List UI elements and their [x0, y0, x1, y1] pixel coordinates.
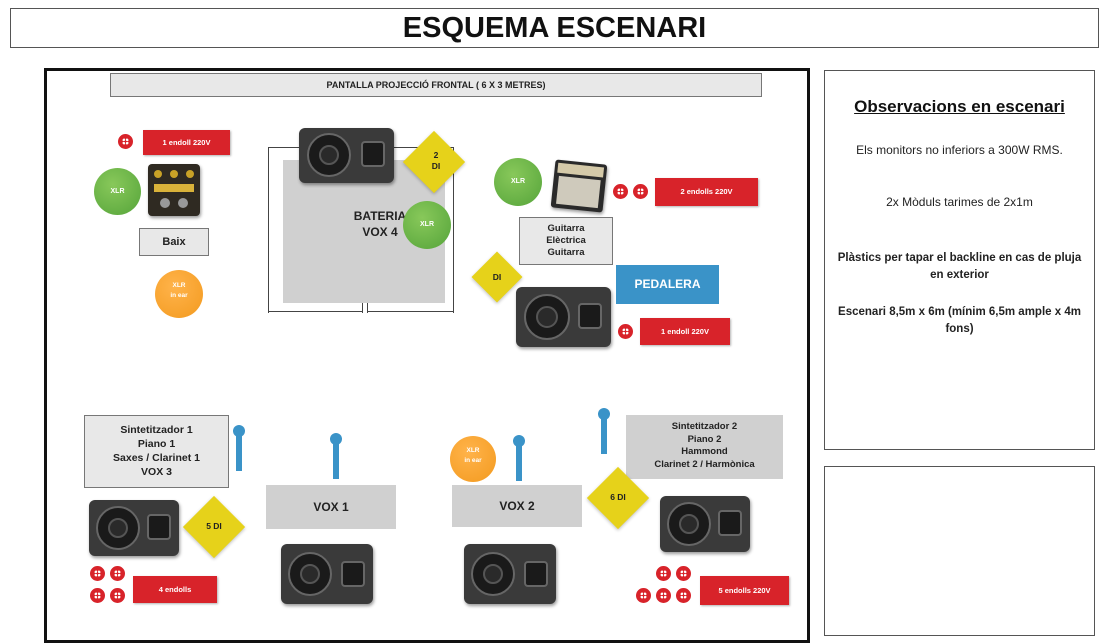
monitor-speaker-icon	[89, 500, 179, 556]
di-synth1-label: 5 DI	[206, 521, 222, 531]
xlr-in-ear-baix: XLR in ear	[155, 270, 203, 318]
monitor-speaker-icon	[299, 128, 394, 183]
drum-riser-gap	[363, 303, 367, 313]
label-guitar: Guitarra Elèctrica Guitarra	[519, 217, 613, 265]
label-synth2: Sintetitzador 2 Piano 2 Hammond Clarinet…	[626, 415, 783, 479]
power-outlet-icon	[618, 324, 633, 339]
pedalera-box: PEDALERA	[616, 265, 719, 304]
label-vox2: VOX 2	[452, 485, 582, 527]
monitor-speaker-icon	[660, 496, 750, 552]
di-synth2-label: 6 DI	[610, 492, 626, 502]
xlr-in-ear-vox2: XLR in ear	[450, 436, 496, 482]
power-outlet-icon	[676, 566, 691, 581]
guitar-amp-icon	[550, 159, 608, 213]
di-guitar-label: DI	[492, 272, 502, 282]
xlr-baix: XLR	[94, 168, 141, 215]
projection-screen: PANTALLA PROJECCIÓ FRONTAL ( 6 X 3 METRE…	[110, 73, 762, 97]
observation-plastics: Plàstics per tapar el backline en cas de…	[837, 252, 1082, 281]
bass-pedal-icon	[148, 164, 200, 216]
power-label-synth1: 4 endolls	[133, 576, 217, 603]
drum-riser-edge	[367, 303, 454, 313]
power-outlet-icon	[110, 566, 125, 581]
observation-stage-size: Escenari 8,5m x 6m (mínim 6,5m ample x 4…	[838, 306, 1081, 335]
power-outlet-icon	[633, 184, 648, 199]
page-title: ESQUEMA ESCENARI	[10, 8, 1099, 48]
label-baix: Baix	[139, 228, 209, 256]
monitor-speaker-icon	[516, 287, 611, 347]
power-label-guitar: 2 endolls 220V	[655, 178, 758, 206]
label-bateria: BATERIA VOX 4	[353, 209, 407, 239]
xlr-bateria: XLR	[403, 201, 451, 249]
power-label-pedal: 1 endoll 220V	[640, 318, 730, 345]
secondary-panel	[824, 466, 1095, 636]
observation-modules: 2x Mòduls tarimes de 2x1m	[886, 195, 1033, 209]
power-outlet-icon	[636, 588, 651, 603]
power-outlet-icon	[90, 588, 105, 603]
power-label-baix: 1 endoll 220V	[143, 130, 230, 155]
observation-monitors: Els monitors no inferiors a 300W RMS.	[856, 143, 1063, 157]
monitor-speaker-icon	[464, 544, 556, 604]
power-outlet-icon	[676, 588, 691, 603]
power-outlet-icon	[90, 566, 105, 581]
xlr-guitar: XLR	[494, 158, 542, 206]
observations-panel	[824, 70, 1095, 450]
power-label-synth2: 5 endolls 220V	[700, 576, 789, 605]
power-outlet-icon	[656, 566, 671, 581]
power-outlet-icon	[613, 184, 628, 199]
observations-heading: Observacions en escenari	[854, 97, 1065, 116]
label-synth1: Sintetitzador 1 Piano 1 Saxes / Clarinet…	[84, 415, 229, 488]
drum-riser-edge	[268, 303, 363, 313]
power-outlet-icon	[656, 588, 671, 603]
label-vox1: VOX 1	[266, 485, 396, 529]
power-outlet-icon	[110, 588, 125, 603]
drum-riser-bottom	[268, 311, 454, 312]
di-bateria-label: 2 DI	[431, 150, 441, 171]
monitor-speaker-icon	[281, 544, 373, 604]
power-outlet-icon	[118, 134, 133, 149]
